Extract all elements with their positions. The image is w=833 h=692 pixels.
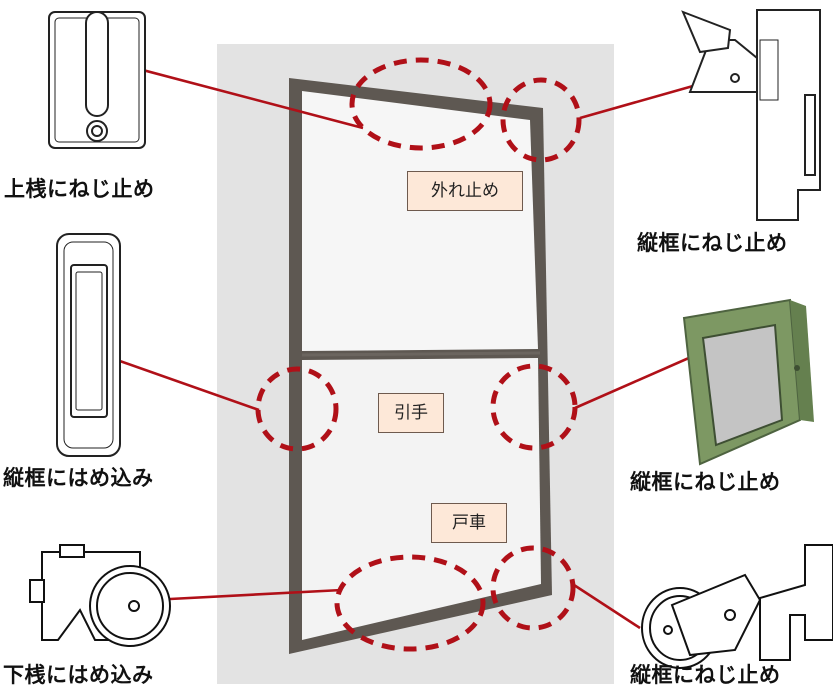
caption-top-right: 縦框にねじ止め (637, 231, 788, 255)
circle-left-handle (255, 366, 339, 452)
top-rail-stopper-icon (48, 11, 146, 149)
circle-bottom-right (490, 545, 576, 631)
circle-top-right (500, 77, 582, 163)
caption-mid-left: 縦框にはめ込み (3, 466, 154, 490)
stopper-label: 外れ止め (407, 171, 523, 211)
circle-top-rail (349, 57, 493, 151)
connector-bottom-right (573, 583, 641, 630)
circle-right-handle (490, 363, 578, 451)
connector-mid-right (574, 348, 708, 410)
connector-bottom-left (169, 588, 343, 601)
lower-mesh (302, 358, 541, 640)
bottom-roller-icon (29, 544, 171, 647)
caption-bottom-right: 縦框にねじ止め (630, 663, 781, 687)
screen-door (289, 78, 552, 654)
middle-rail (301, 351, 541, 357)
roller-label: 戸車 (431, 503, 507, 543)
handle-label: 引手 (378, 393, 444, 433)
upper-mesh (302, 91, 538, 351)
connector-top-right (579, 84, 694, 120)
caption-bottom-left: 下桟にはめ込み (3, 663, 154, 687)
pull-handle-icon (56, 233, 121, 457)
caption-top-left: 上桟にねじ止め (4, 177, 155, 201)
top-right-stopper-icon (681, 9, 821, 221)
caption-mid-right: 縦框にねじ止め (630, 470, 781, 494)
connector-top-left (115, 61, 364, 130)
bottom-right-roller-icon (641, 544, 833, 669)
green-handle-icon (682, 298, 814, 466)
connector-lines (115, 61, 708, 630)
circle-bottom-rail (334, 554, 486, 652)
highlight-circles (255, 57, 582, 652)
connector-mid-left (116, 358, 260, 412)
